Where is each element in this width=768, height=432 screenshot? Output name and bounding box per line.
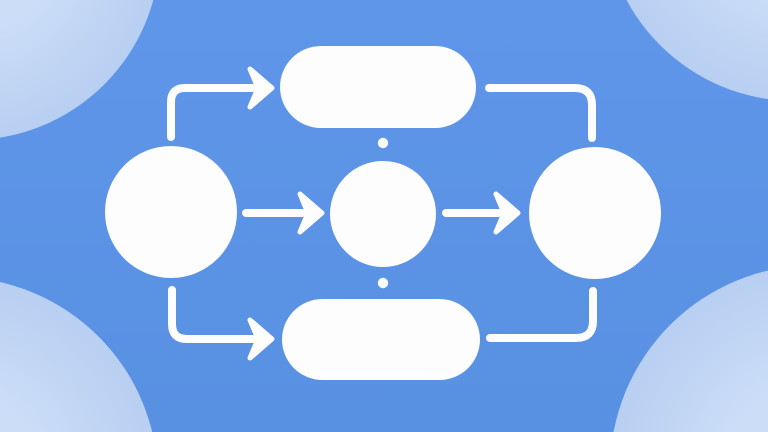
connector-left-to-bottom-arrowhead-icon — [247, 317, 275, 361]
node-top-pill — [280, 46, 476, 128]
blob-bottom-left — [0, 282, 153, 432]
node-center-circle — [330, 161, 436, 267]
connector-left-to-center-arrowhead-icon — [297, 191, 325, 235]
blob-bottom-right — [613, 270, 768, 432]
connector-top-to-right — [485, 84, 596, 142]
connector-left-to-top — [167, 84, 256, 141]
node-left-circle — [105, 146, 237, 278]
connector-left-to-bottom — [168, 286, 256, 343]
node-right-circle — [529, 147, 661, 279]
dot-bottom — [377, 277, 389, 289]
connector-center-to-right-arrowhead-icon — [493, 191, 521, 235]
connector-left-to-top-arrowhead-icon — [247, 66, 275, 110]
connector-bottom-to-right — [486, 287, 597, 342]
blob-top-right — [626, 0, 768, 100]
blob-top-left — [0, 0, 154, 138]
node-bottom-pill — [282, 299, 480, 380]
dot-top — [377, 137, 389, 149]
